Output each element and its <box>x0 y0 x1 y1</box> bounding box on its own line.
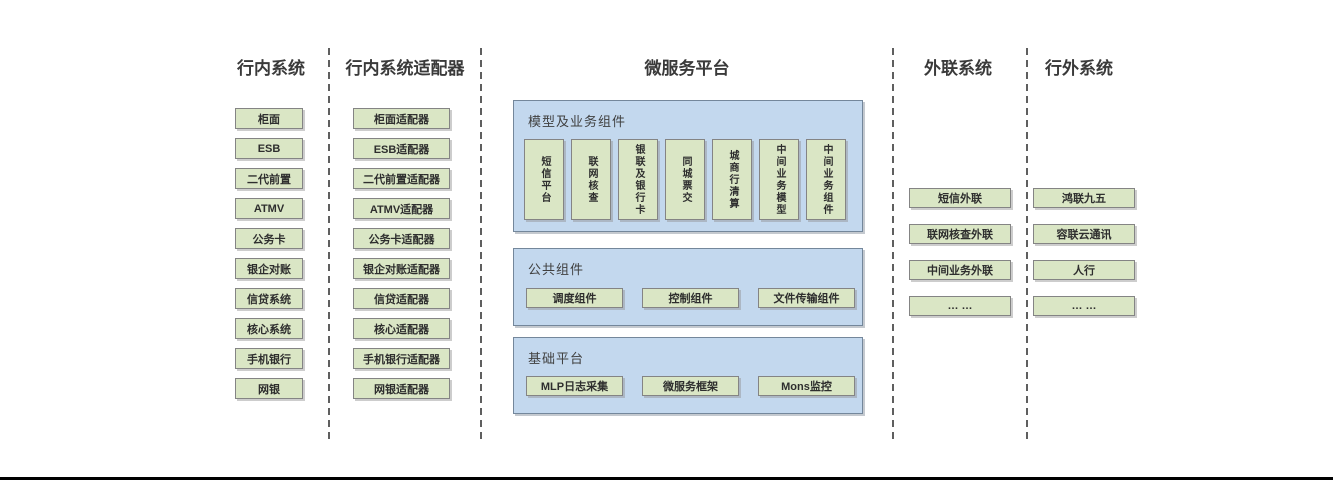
external-system-box: 容联云通讯 <box>1033 224 1135 244</box>
internal-system-box: 柜面 <box>235 108 303 129</box>
model-component-label: 联网核查 <box>586 155 597 204</box>
model-component-label: 城商行清算 <box>727 149 738 210</box>
internal-system-box: 信贷系统 <box>235 288 303 309</box>
external-systems-list: 鸿联九五容联云通讯人行 … … <box>1033 188 1135 316</box>
column-title-internal-systems: 行内系统 <box>237 59 305 78</box>
model-component-label: 银联及银行卡 <box>633 143 644 216</box>
adapter-box: 二代前置适配器 <box>353 168 450 189</box>
adapter-box: 手机银行适配器 <box>353 348 450 369</box>
panel-label-common-components: 公共组件 <box>528 262 585 277</box>
internal-system-box: ESB <box>235 138 303 159</box>
adapter-box: ATMV适配器 <box>353 198 450 219</box>
panel-label-model-components: 模型及业务组件 <box>528 114 627 129</box>
internal-system-box: 网银 <box>235 378 303 399</box>
outreach-system-box: 短信外联 <box>909 188 1011 208</box>
base-platform-panel: 基础平台 MLP日志采集微服务框架 Mons监控 <box>513 337 863 414</box>
external-system-box: 鸿联九五 <box>1033 188 1135 208</box>
base-platform-row: MLP日志采集微服务框架 Mons监控 <box>526 376 855 396</box>
common-component-box: 文件传输组件 <box>758 288 855 308</box>
outreach-systems-list: 短信外联联网核查外联中间业务外联 … … <box>909 188 1011 316</box>
column-title-external-systems: 行外系统 <box>1045 59 1113 78</box>
internal-system-box: 二代前置 <box>235 168 303 189</box>
model-component-label: 同城票交 <box>680 155 691 204</box>
panel-label-base-platform: 基础平台 <box>528 351 585 366</box>
model-component-box: 中间业务组件 <box>806 139 846 220</box>
adapter-box: 银企对账适配器 <box>353 258 450 279</box>
internal-system-box: ATMV <box>235 198 303 219</box>
column-title-microservice-platform: 微服务平台 <box>644 59 730 78</box>
model-business-components-panel: 模型及业务组件 短信平台 联网核查 银联及银行卡 同城票交 城商行清算 中间业务模型 中间业… <box>513 100 863 232</box>
external-system-box: 人行 <box>1033 260 1135 280</box>
model-components-row: 短信平台 联网核查 银联及银行卡 同城票交 城商行清算 中间业务模型 中间业务组件 <box>524 139 846 220</box>
external-system-box: … … <box>1033 296 1135 316</box>
model-component-box: 同城票交 <box>665 139 705 220</box>
dashed-divider-internal-adapters <box>328 48 330 444</box>
dashed-divider-platform-outreach <box>892 48 894 444</box>
model-component-box: 银联及银行卡 <box>618 139 658 220</box>
internal-system-box: 核心系统 <box>235 318 303 339</box>
adapter-box: 核心适配器 <box>353 318 450 339</box>
common-component-box: 调度组件 <box>526 288 623 308</box>
adapter-box: 柜面适配器 <box>353 108 450 129</box>
base-platform-box: Mons监控 <box>758 376 855 396</box>
internal-system-box: 手机银行 <box>235 348 303 369</box>
adapter-box: ESB适配器 <box>353 138 450 159</box>
column-title-outreach-systems: 外联系统 <box>924 59 992 78</box>
internal-system-box: 银企对账 <box>235 258 303 279</box>
bottom-border-line <box>0 477 1333 480</box>
base-platform-box: MLP日志采集 <box>526 376 623 396</box>
internal-adapters-list: 柜面适配器 ESB适配器二代前置适配器 ATMV适配器公务卡适配器银企对账适配器信贷… <box>353 108 450 399</box>
outreach-system-box: … … <box>909 296 1011 316</box>
model-component-label: 中间业务模型 <box>774 143 785 216</box>
common-components-row: 调度组件控制组件文件传输组件 <box>526 288 855 308</box>
adapter-box: 信贷适配器 <box>353 288 450 309</box>
internal-systems-list: 柜面 ESB 二代前置 ATMV 公务卡银企对账信贷系统核心系统手机银行网银 <box>235 108 303 399</box>
outreach-system-box: 联网核查外联 <box>909 224 1011 244</box>
model-component-box: 短信平台 <box>524 139 564 220</box>
dashed-divider-adapters-platform <box>480 48 482 444</box>
common-components-panel: 公共组件 调度组件控制组件文件传输组件 <box>513 248 863 326</box>
model-component-box: 联网核查 <box>571 139 611 220</box>
model-component-box: 中间业务模型 <box>759 139 799 220</box>
model-component-label: 短信平台 <box>539 155 550 204</box>
dashed-divider-outreach-external <box>1026 48 1028 444</box>
common-component-box: 控制组件 <box>642 288 739 308</box>
model-component-label: 中间业务组件 <box>821 143 832 216</box>
base-platform-box: 微服务框架 <box>642 376 739 396</box>
adapter-box: 公务卡适配器 <box>353 228 450 249</box>
model-component-box: 城商行清算 <box>712 139 752 220</box>
adapter-box: 网银适配器 <box>353 378 450 399</box>
internal-system-box: 公务卡 <box>235 228 303 249</box>
outreach-system-box: 中间业务外联 <box>909 260 1011 280</box>
column-title-internal-adapters: 行内系统适配器 <box>345 59 465 78</box>
